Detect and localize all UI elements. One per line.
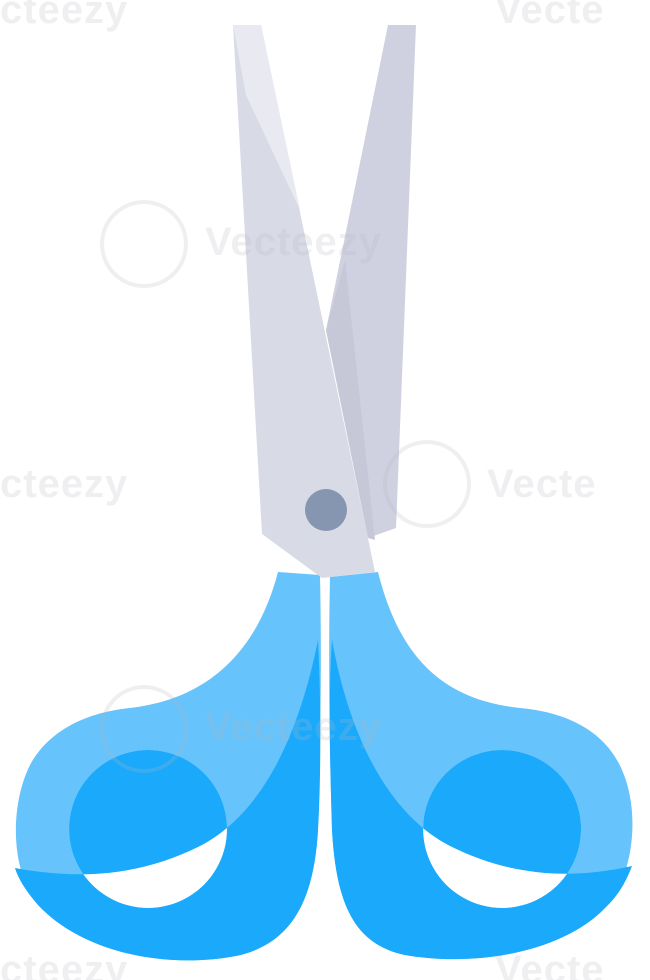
- left-blade-highlight: [233, 25, 300, 210]
- right-blade-shade: [326, 260, 375, 540]
- left-handle-shadow: [15, 640, 321, 961]
- right-handle-shadow: [329, 640, 632, 960]
- left-blade: [233, 25, 375, 578]
- pivot-screw: [305, 489, 347, 531]
